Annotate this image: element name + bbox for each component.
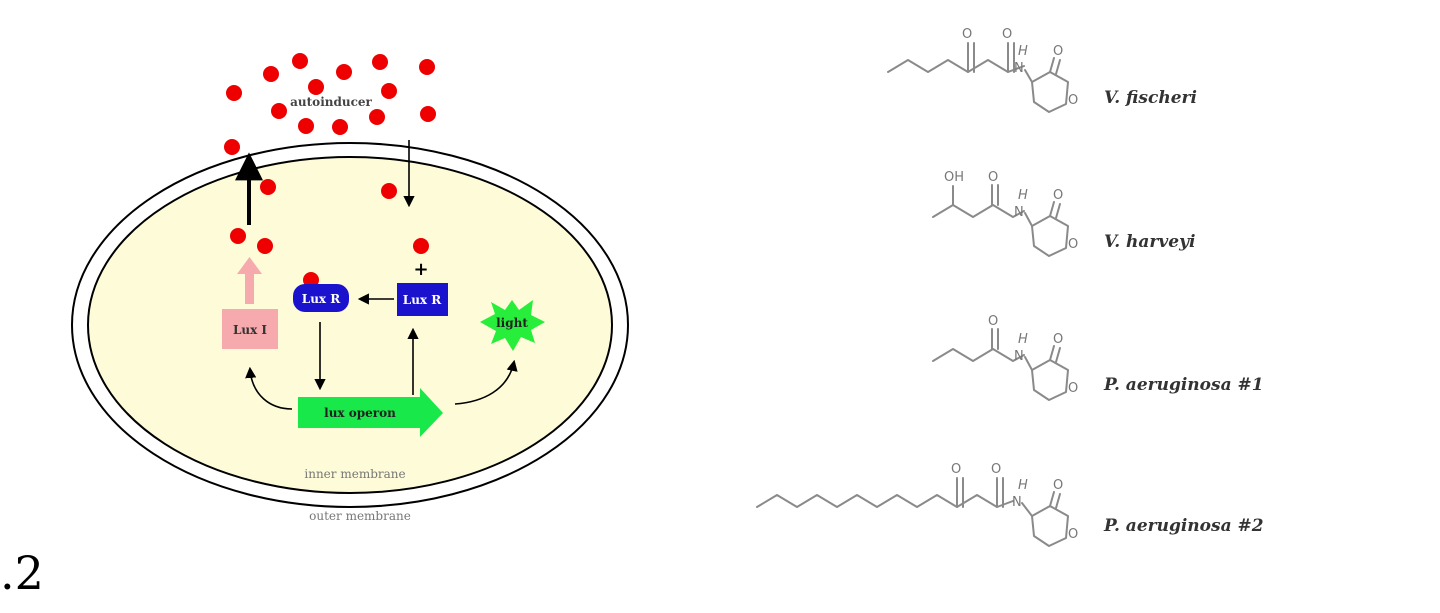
molecule-p-aeruginosa-2: O O H N O O — [756, 462, 1078, 547]
lux-i-label: Lux I — [233, 323, 267, 337]
autoinducer-molecule — [419, 59, 435, 75]
autoinducer-molecule — [381, 183, 397, 199]
lux-operon-label: lux operon — [324, 406, 396, 420]
molecule-p-aeruginosa-1: O H N O O — [932, 314, 1078, 401]
inner-membrane-label: inner membrane — [304, 467, 405, 481]
lux-operon-arrow — [298, 388, 443, 437]
atom-label: O — [1068, 237, 1078, 252]
light-label: light — [496, 316, 528, 330]
autoinducer-molecule — [230, 228, 246, 244]
light-production-arrow — [454, 359, 518, 405]
autoinducer-dots — [224, 53, 436, 288]
lux-r-bound-label: Lux R — [302, 292, 341, 306]
species-label-v-harveyi: V. harveyi — [1104, 232, 1195, 252]
autoinducer-molecule — [226, 85, 242, 101]
atom-label: H — [1018, 44, 1028, 59]
autoinducer-molecule — [308, 79, 324, 95]
autoinducer-molecule — [260, 179, 276, 195]
atom-label: H — [1018, 478, 1028, 493]
atom-label: O — [988, 314, 998, 329]
atom-label: N — [1014, 349, 1024, 364]
lux-i-expression-arrow — [245, 366, 293, 410]
species-label-p-aeruginosa-1: P. aeruginosa #1 — [1103, 375, 1264, 395]
atom-label: N — [1014, 61, 1024, 76]
autoinducer-molecule — [381, 83, 397, 99]
atom-label: H — [1018, 332, 1028, 347]
lux-r-bound-box — [293, 284, 349, 312]
autoinducer-molecule — [263, 66, 279, 82]
species-label-v-fischeri: V. fischeri — [1104, 88, 1197, 108]
autoinducer-molecule — [224, 139, 240, 155]
autoinducer-molecule — [413, 238, 429, 254]
lux-i-box — [222, 309, 278, 349]
atom-label: O — [1002, 27, 1012, 42]
autoinducer-molecule — [372, 54, 388, 70]
molecule-v-fischeri: O O H N O O — [887, 27, 1078, 113]
atom-label: O — [1053, 332, 1063, 347]
atom-label: N — [1012, 495, 1022, 510]
atom-label: O — [1068, 93, 1078, 108]
atom-label: O — [1053, 44, 1063, 59]
atom-label: O — [1068, 381, 1078, 396]
inner-membrane — [87, 156, 613, 494]
atom-label: O — [988, 170, 998, 185]
autoinducer-molecule — [257, 238, 273, 254]
bacterial-cell — [71, 142, 629, 508]
molecule-v-harveyi: OH O H N O O — [932, 170, 1078, 257]
autoinducer-molecule — [298, 118, 314, 134]
autoinducer-molecule — [332, 119, 348, 135]
autoinducer-molecule — [336, 64, 352, 80]
atom-label: O — [991, 462, 1001, 477]
lux-r-free-label: Lux R — [403, 293, 442, 307]
figure-number: .2 — [0, 546, 44, 600]
autoinducer-molecule — [292, 53, 308, 69]
atom-label: O — [1068, 527, 1078, 542]
outer-membrane — [71, 142, 629, 508]
plus-sign: + — [413, 259, 428, 280]
species-label-p-aeruginosa-2: P. aeruginosa #2 — [1103, 516, 1264, 536]
autoinducer-molecule — [271, 103, 287, 119]
atom-label: O — [962, 27, 972, 42]
atom-label: H — [1018, 188, 1028, 203]
atom-label: O — [1053, 478, 1063, 493]
atom-label: O — [1053, 188, 1063, 203]
outer-membrane-label: outer membrane — [309, 509, 411, 523]
autoinducer-molecule — [369, 109, 385, 125]
light-starburst — [480, 300, 545, 351]
atom-label: OH — [944, 170, 964, 185]
autoinducer-molecule — [420, 106, 436, 122]
atom-label: N — [1014, 205, 1024, 220]
lux-i-synthesis-arrow — [237, 257, 262, 304]
atom-label: O — [951, 462, 961, 477]
autoinducer-label: autoinducer — [290, 95, 372, 109]
lux-r-free-box — [397, 283, 448, 316]
